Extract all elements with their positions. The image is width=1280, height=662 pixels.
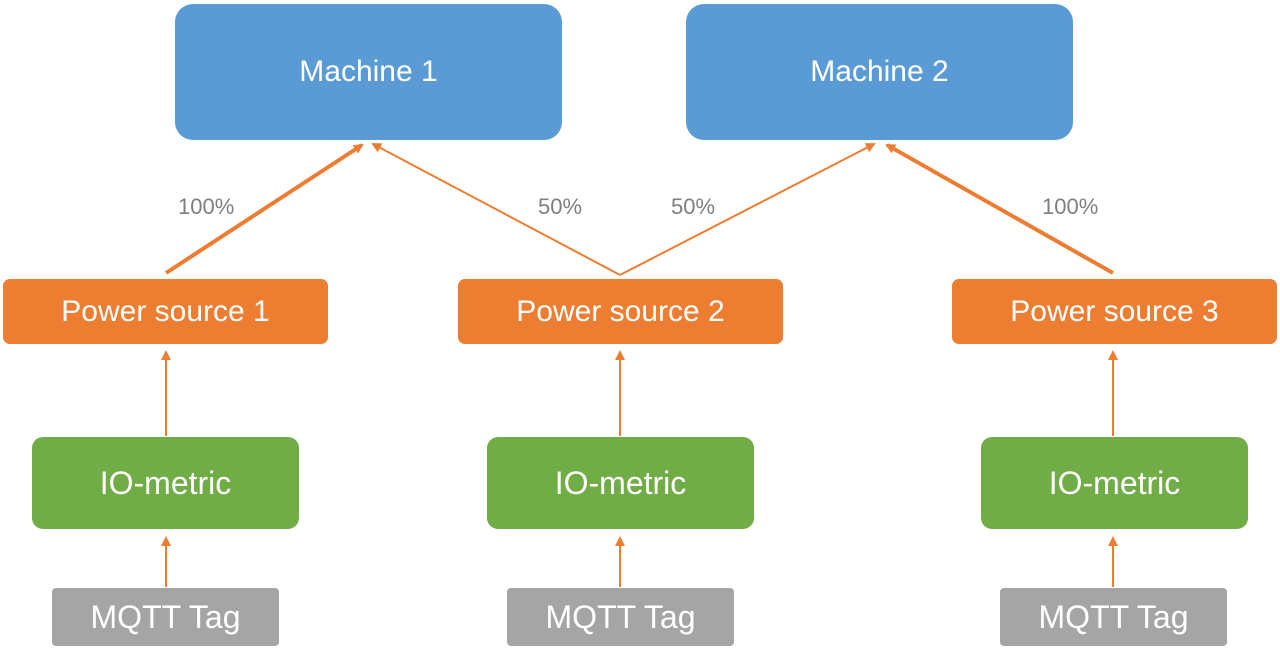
io-metric-2-node: IO-metric (487, 437, 754, 529)
edge-power-source-3-to-machine-2 (885, 143, 1114, 275)
edge-power-source-2-to-machine-2 (619, 143, 876, 276)
edge-label-power-source-3-machine-2: 100% (1042, 194, 1099, 219)
mqtt-tag-3-node: MQTT Tag (1000, 588, 1227, 646)
machine-2-node: Machine 2 (686, 4, 1073, 140)
edge-label-power-source-2-machine-1: 50% (538, 194, 583, 219)
io-metric-1-node: IO-metric (32, 437, 299, 529)
edge-label-power-source-2-machine-2: 50% (671, 194, 716, 219)
edge-label-power-source-1-machine-1: 100% (178, 194, 235, 219)
edge-power-source-2-to-machine-1 (371, 143, 621, 276)
io-metric-3-node: IO-metric (981, 437, 1248, 529)
mqtt-tag-2-node: MQTT Tag (507, 588, 734, 646)
mqtt-tag-1-node: MQTT Tag (52, 588, 279, 646)
power-source-3-node: Power source 3 (952, 279, 1277, 344)
edge-power-source-1-to-machine-1 (164, 143, 364, 275)
power-source-2-node: Power source 2 (458, 279, 783, 344)
power-source-1-node: Power source 1 (3, 279, 328, 344)
machine-1-node: Machine 1 (175, 4, 562, 140)
